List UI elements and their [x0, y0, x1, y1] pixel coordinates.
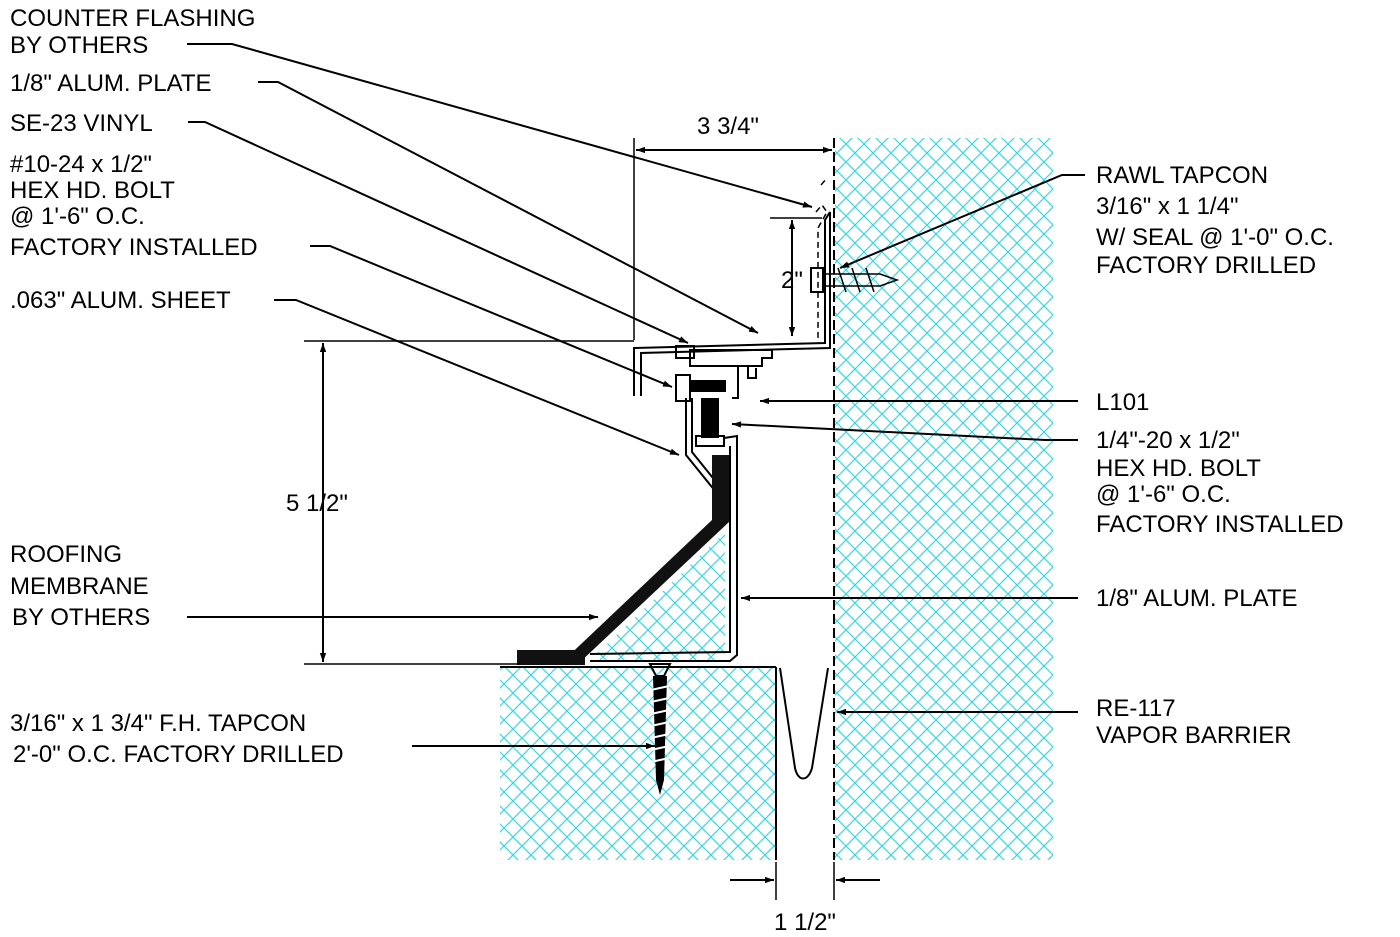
- alum-plate-channel: [589, 434, 738, 662]
- leader-se23-vinyl: [188, 121, 689, 344]
- se23-vinyl-seal: [689, 349, 773, 367]
- dim-overall-height: 5 1/2": [286, 490, 348, 517]
- label-vapor-barrier: RE-117 VAPOR BARRIER: [1096, 695, 1292, 749]
- lower-deck-substrate: [500, 668, 776, 860]
- label-roofing-membrane: ROOFING MEMBRANE BY OTHERS: [10, 541, 155, 631]
- membrane-slope: [560, 512, 729, 664]
- rawl-tapcon-head: [810, 267, 824, 293]
- leader-counter-flashing: [187, 43, 813, 208]
- membrane-vertical: [712, 455, 729, 517]
- label-alum-sheet: .063" ALUM. SHEET: [10, 287, 231, 314]
- label-counter-flashing: COUNTER FLASHING BY OTHERS: [10, 5, 262, 59]
- label-se23-vinyl: SE-23 VINYL: [10, 110, 153, 137]
- rawl-tapcon-thread: [837, 267, 875, 293]
- right-callouts: RAWL TAPCON 3/16" x 1 1/4" W/ SEAL @ 1'-…: [1096, 162, 1344, 749]
- membrane-base: [517, 650, 585, 665]
- leader-lines: [187, 43, 1085, 750]
- label-alum-plate-top: 1/8" ALUM. PLATE: [10, 70, 212, 97]
- curb-fill-substrate: [590, 532, 725, 660]
- leader-rawl-tapcon: [839, 174, 1085, 269]
- cover-plate: [633, 211, 831, 396]
- left-callouts: COUNTER FLASHING BY OTHERS 1/8" ALUM. PL…: [10, 5, 344, 768]
- counter-flashing: [815, 177, 828, 340]
- l101-retainer: [732, 366, 757, 399]
- label-hex-bolt-10-24: #10-24 x 1/2" HEX HD. BOLT @ 1'-6" O.C. …: [10, 151, 258, 261]
- quarter-bolt-head: [695, 435, 725, 447]
- substrate-hatching: [500, 138, 1053, 860]
- label-rawl-tapcon: RAWL TAPCON 3/16" x 1 1/4" W/ SEAL @ 1'-…: [1096, 162, 1341, 279]
- label-hex-bolt-quarter: 1/4"-20 x 1/2" HEX HD. BOLT @ 1'-6" O.C.…: [1096, 427, 1344, 538]
- fh-tapcon-thread: [650, 685, 670, 763]
- small-bolt-head: [675, 345, 695, 359]
- leader-hex-bolt-quarter: [731, 421, 1078, 441]
- vapor-barrier-loop: [779, 667, 829, 780]
- label-fh-tapcon: 3/16" x 1 3/4" F.H. TAPCON 2'-0" O.C. FA…: [10, 710, 344, 768]
- dimension-lines: 3 3/4" 2" 5 1/2" 1 1/2": [286, 113, 880, 936]
- leader-hex-bolt-10-24: [310, 245, 673, 388]
- dim-flange-height: 2": [781, 267, 803, 294]
- small-bolt-thread: [690, 380, 726, 392]
- label-l101: L101: [1096, 389, 1149, 416]
- dim-top-width: 3 3/4": [697, 113, 759, 140]
- leader-alum-sheet: [274, 299, 680, 456]
- rawl-tapcon-shank: [822, 273, 900, 287]
- small-bolt-nut: [675, 374, 691, 402]
- leader-alum-plate-top: [258, 81, 759, 334]
- joint-assembly: [517, 177, 900, 795]
- label-alum-plate-right: 1/8" ALUM. PLATE: [1096, 585, 1298, 612]
- right-wall-substrate: [835, 138, 1053, 860]
- quarter-bolt-thread: [701, 398, 719, 438]
- dim-gap-width: 1 1/2": [774, 909, 836, 936]
